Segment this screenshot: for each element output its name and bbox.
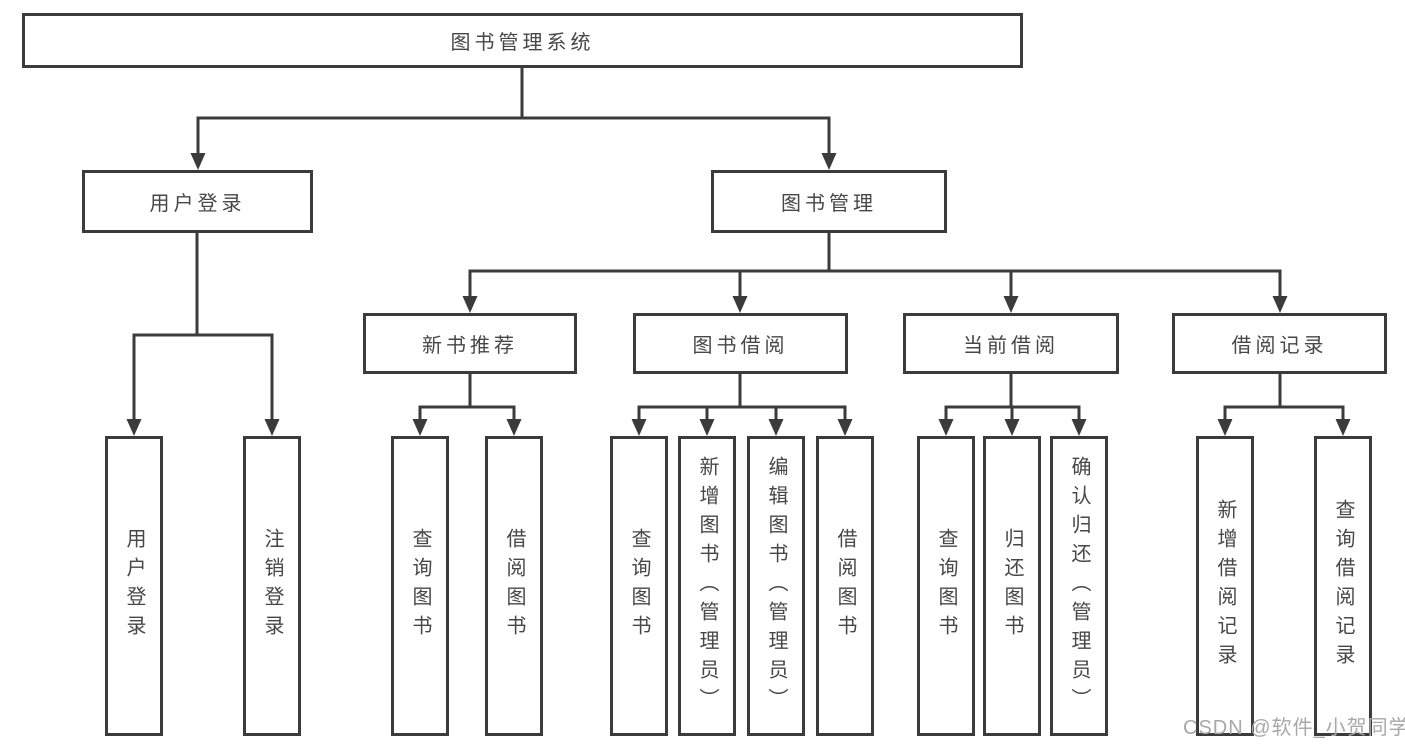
leaf-query-borrow-record: 查询借阅记录 bbox=[1314, 436, 1372, 736]
leaf-label: 查询借阅记录 bbox=[1332, 499, 1354, 673]
leaf-label: 查询图书 bbox=[628, 528, 650, 644]
leaf-confirm-return-admin: 确认归还（管理员） bbox=[1050, 436, 1108, 736]
leaf-edit-books-admin: 编辑图书（管理员） bbox=[747, 436, 805, 736]
leaf-return-books: 归还图书 bbox=[983, 436, 1041, 736]
node-borrow-record: 借阅记录 bbox=[1172, 313, 1387, 374]
leaf-borrow-books-1: 借阅图书 bbox=[485, 436, 543, 736]
leaf-add-borrow-record: 新增借阅记录 bbox=[1196, 436, 1254, 736]
leaf-query-books-3: 查询图书 bbox=[917, 436, 975, 736]
node-book-management: 图书管理 bbox=[711, 170, 947, 233]
leaf-query-books-2: 查询图书 bbox=[610, 436, 668, 736]
leaf-label: 新增图书（管理员） bbox=[696, 455, 718, 717]
leaf-label: 查询图书 bbox=[935, 528, 957, 644]
leaf-label: 编辑图书（管理员） bbox=[765, 455, 787, 717]
node-current-borrow: 当前借阅 bbox=[903, 313, 1119, 374]
leaf-add-books-admin: 新增图书（管理员） bbox=[678, 436, 736, 736]
node-user-login: 用户登录 bbox=[82, 170, 313, 233]
leaf-label: 借阅图书 bbox=[503, 528, 525, 644]
node-root: 图书管理系统 bbox=[22, 13, 1023, 68]
leaf-user-login: 用户登录 bbox=[105, 436, 163, 736]
node-book-borrow: 图书借阅 bbox=[633, 313, 848, 374]
leaf-label: 用户登录 bbox=[123, 528, 145, 644]
leaf-label: 注销登录 bbox=[261, 528, 283, 644]
leaf-logout: 注销登录 bbox=[243, 436, 301, 736]
leaf-label: 新增借阅记录 bbox=[1214, 499, 1236, 673]
leaf-label: 借阅图书 bbox=[834, 528, 856, 644]
csdn-watermark: CSDN @软件_小贺同学 bbox=[1183, 717, 1405, 739]
leaf-borrow-books-2: 借阅图书 bbox=[816, 436, 874, 736]
leaf-label: 归还图书 bbox=[1001, 528, 1023, 644]
leaf-label: 确认归还（管理员） bbox=[1068, 455, 1090, 717]
leaf-query-books-1: 查询图书 bbox=[391, 436, 449, 736]
leaf-label: 查询图书 bbox=[409, 528, 431, 644]
node-new-book-recommend: 新书推荐 bbox=[363, 313, 577, 374]
